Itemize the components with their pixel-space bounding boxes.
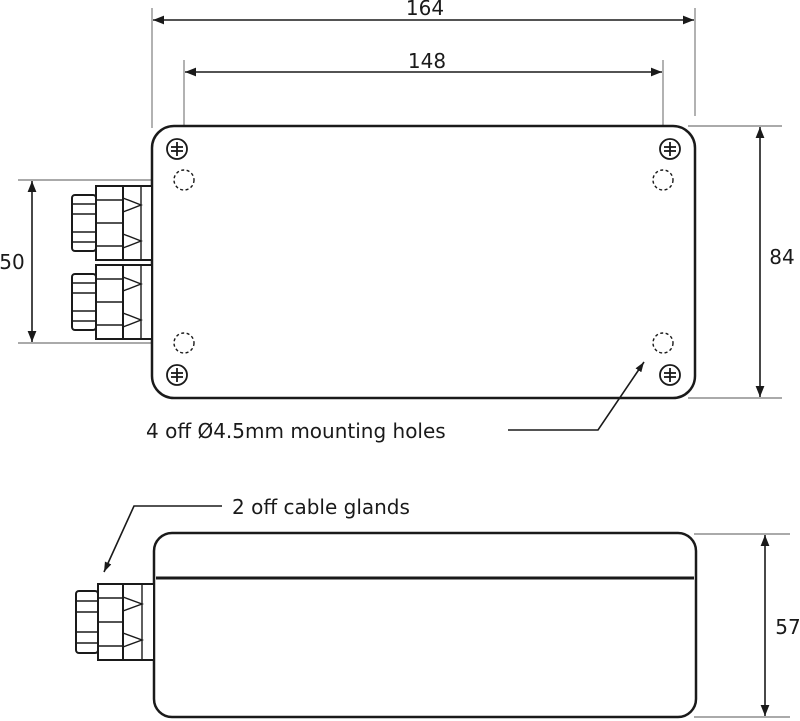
mounting-hole-bottom-left	[173, 332, 195, 354]
screw-top-right-icon	[659, 138, 681, 160]
cable-gland-lower-icon	[71, 264, 153, 340]
cable-glands-note: 2 off cable glands	[232, 495, 410, 519]
cable-glands-leader	[103, 505, 222, 573]
top-view: 164 148 50 84	[0, 0, 795, 443]
screw-bottom-left-icon	[166, 364, 188, 386]
dimension-57-label: 57	[775, 615, 800, 639]
side-view: 2 off cable glands 57	[75, 495, 800, 719]
mounting-holes-note: 4 off Ø4.5mm mounting holes	[146, 419, 446, 443]
cable-gland-side-icon	[75, 583, 155, 661]
screw-bottom-right-icon	[659, 364, 681, 386]
mounting-hole-bottom-right	[652, 332, 674, 354]
dimension-164-label: 164	[406, 0, 444, 20]
mounting-hole-top-left	[173, 169, 195, 191]
enclosure-side-outline	[152, 531, 698, 719]
dimension-84-label: 84	[769, 245, 794, 269]
dimension-148-label: 148	[408, 49, 446, 73]
cable-gland-upper-icon	[71, 185, 153, 261]
dimension-50-label: 50	[0, 250, 25, 274]
screw-top-left-icon	[166, 138, 188, 160]
mounting-hole-top-right	[652, 169, 674, 191]
enclosure-top-outline	[150, 124, 697, 400]
mounting-holes-leader	[508, 361, 645, 431]
